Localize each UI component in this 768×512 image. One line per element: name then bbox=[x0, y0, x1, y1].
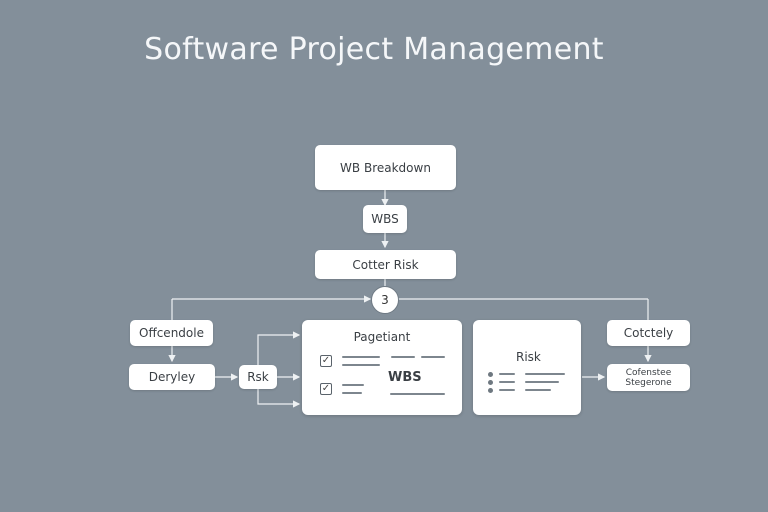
text-line-placeholder bbox=[525, 373, 565, 375]
panel-wbs-label: WBS bbox=[388, 370, 422, 385]
text-line-placeholder bbox=[499, 381, 515, 383]
deryley-node: Deryley bbox=[129, 364, 215, 390]
checkbox-icon: ✓ bbox=[320, 383, 332, 395]
cotter-risk-node: Cotter Risk bbox=[315, 250, 456, 279]
text-line-placeholder bbox=[390, 393, 445, 395]
pagetiant-panel: Pagetiant ✓ WBS ✓ bbox=[302, 320, 462, 415]
wbs-node: WBS bbox=[363, 205, 407, 233]
cofenstee-label-1: Cofenstee bbox=[625, 367, 672, 378]
risk-small-node: Rsk bbox=[239, 365, 277, 389]
bullet-icon bbox=[488, 372, 493, 377]
pagetiant-title: Pagetiant bbox=[353, 330, 411, 344]
cofenstee-label-2: Stegerone bbox=[625, 377, 672, 388]
text-line-placeholder bbox=[525, 389, 551, 391]
cotctely-node: Cotctely bbox=[607, 320, 690, 346]
cofenstee-node: Cofenstee Stegerone bbox=[607, 364, 690, 391]
risk-panel: Risk bbox=[473, 320, 581, 415]
text-line-placeholder bbox=[391, 356, 415, 358]
text-line-placeholder bbox=[342, 384, 364, 386]
bullet-icon bbox=[488, 388, 493, 393]
text-line-placeholder bbox=[342, 364, 380, 366]
page-title: Software Project Management bbox=[144, 32, 604, 67]
risk-title: Risk bbox=[516, 350, 541, 364]
checkbox-icon: ✓ bbox=[320, 355, 332, 367]
bullet-icon bbox=[488, 380, 493, 385]
arrow-rsk-up bbox=[257, 331, 301, 365]
step-number-badge: 3 bbox=[371, 286, 399, 314]
text-line-placeholder bbox=[342, 356, 380, 358]
text-line-placeholder bbox=[342, 392, 362, 394]
text-line-placeholder bbox=[499, 389, 515, 391]
arrow-rsk-down bbox=[257, 389, 301, 408]
text-line-placeholder bbox=[525, 381, 559, 383]
wbs-breakdown-node: WB Breakdown bbox=[315, 145, 456, 190]
text-line-placeholder bbox=[421, 356, 445, 358]
text-line-placeholder bbox=[499, 373, 515, 375]
offcendole-node: Offcendole bbox=[130, 320, 213, 346]
